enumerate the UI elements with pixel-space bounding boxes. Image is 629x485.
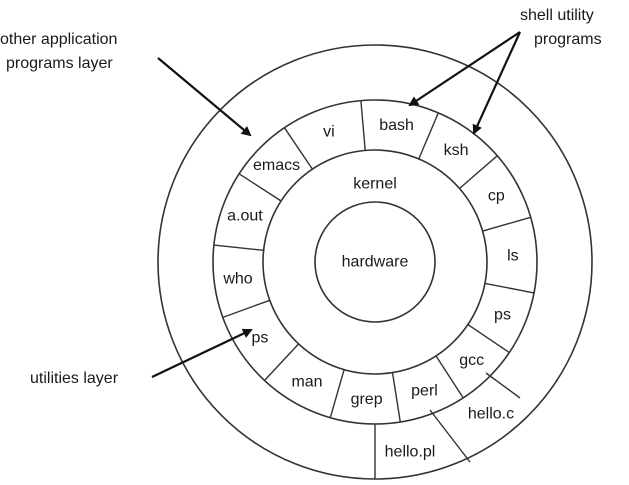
utility-ps-left: ps: [251, 330, 268, 347]
utility-divider-10: [263, 343, 300, 381]
utility-emacs: emacs: [253, 157, 300, 174]
utility-who: who: [222, 270, 252, 287]
core-ring-hardware: [314, 201, 436, 323]
other-application-layer-label-line1: other application: [0, 31, 117, 48]
utility-divider-1: [360, 100, 366, 151]
kernel-label: kernel: [353, 176, 397, 193]
utility-divider-6: [467, 324, 510, 354]
utility-divider-5: [484, 282, 535, 294]
utility-segment-dividers: [213, 100, 535, 423]
divider-hello-c-lower: [429, 409, 471, 463]
utility-divider-2: [418, 112, 439, 160]
utility-divider-4: [482, 216, 531, 232]
utility-ps-right: ps: [494, 306, 511, 323]
utility-man: man: [291, 374, 322, 391]
utility-divider-8: [391, 372, 401, 423]
utility-divider-9: [329, 369, 345, 418]
utility-bash: bash: [379, 117, 414, 134]
shell-utility-label-line1: shell utility: [520, 7, 594, 24]
app-hello-c: hello.c: [468, 406, 514, 423]
inner-ring-kernel: [262, 149, 488, 375]
utility-ksh: ksh: [444, 142, 469, 159]
arrow-to-utilities-ring: [151, 328, 253, 378]
hardware-label: hardware: [342, 254, 409, 271]
utility-a-out: a.out: [227, 207, 263, 224]
app-hello-pl: hello.pl: [385, 444, 436, 461]
utility-divider-12: [213, 244, 264, 251]
utility-divider-7: [435, 355, 464, 399]
utility-divider-11: [222, 299, 271, 319]
shell-utility-label-line2: programs: [534, 31, 602, 48]
utility-grep: grep: [351, 391, 383, 408]
divider-hello-c-upper: [485, 372, 521, 399]
utility-gcc: gcc: [459, 352, 484, 369]
application-segment-dividers: [374, 372, 521, 479]
utility-divider-0: [283, 127, 313, 170]
utility-ls: ls: [507, 248, 519, 265]
utility-perl: perl: [411, 382, 438, 399]
arrow-to-bash: [408, 31, 521, 107]
utility-divider-3: [459, 155, 498, 190]
utilities-layer-label: utilities layer: [30, 370, 119, 387]
utility-vi: vi: [323, 123, 335, 140]
utility-program-labels: vi bash ksh cp ls ps gcc perl grep man p…: [222, 117, 518, 408]
utility-cp: cp: [488, 188, 505, 205]
arrow-to-applications-ring: [157, 57, 252, 137]
arrow-to-ksh: [472, 31, 522, 135]
other-application-layer-label-line2: programs layer: [6, 55, 113, 72]
utility-divider-13: [238, 173, 282, 202]
